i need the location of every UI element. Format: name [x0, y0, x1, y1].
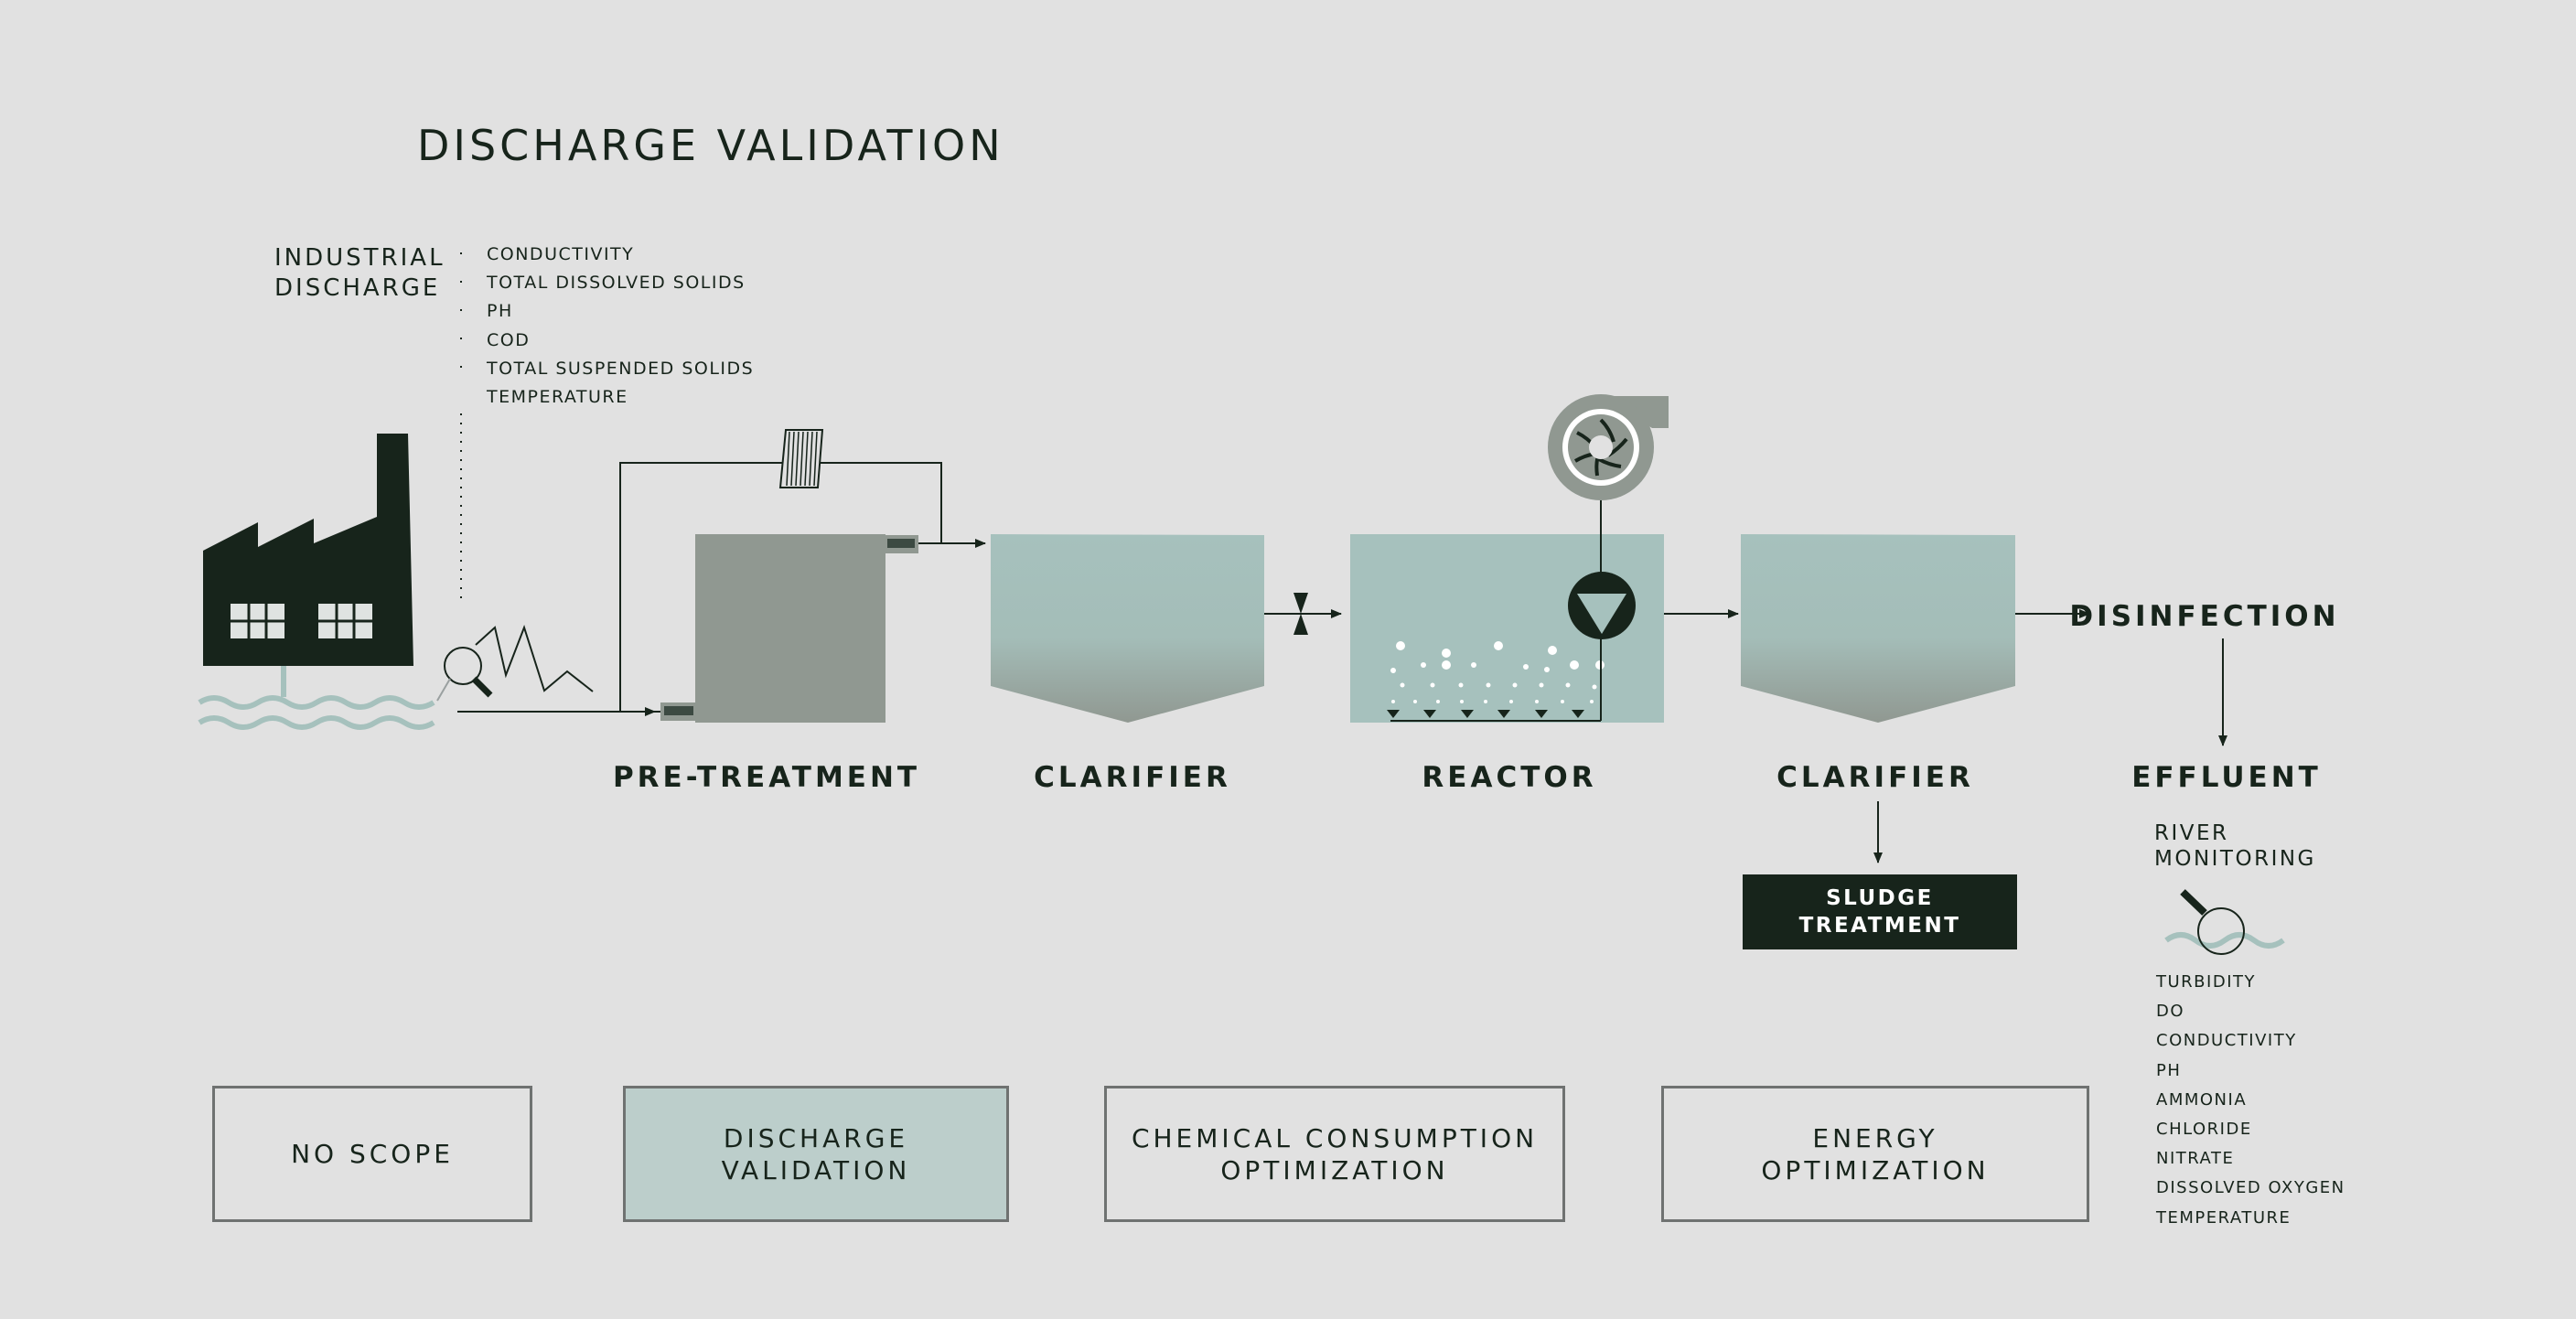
river-parameter-list: TURBIDITY DO CONDUCTIVITY PH AMMONIA CHL…	[2156, 971, 2345, 1237]
scope-button-no-scope[interactable]: NO SCOPE	[212, 1086, 532, 1222]
industrial-parameter: TOTAL SUSPENDED SOLIDS	[487, 358, 755, 379]
river-monitoring-label: RIVER MONITORING	[2154, 820, 2316, 872]
river-parameter: TEMPERATURE	[2156, 1207, 2292, 1228]
scope-button-chemical-consumption-optimization[interactable]: CHEMICAL CONSUMPTION OPTIMIZATION	[1104, 1086, 1565, 1222]
river-parameter: PH	[2156, 1060, 2182, 1080]
river-parameter: CONDUCTIVITY	[2156, 1031, 2297, 1051]
pump-icon	[1568, 572, 1636, 639]
stage-label-pretreatment: PRE-TREATMENT	[612, 761, 921, 794]
river-parameter: AMMONIA	[2156, 1089, 2248, 1110]
industrial-parameter: TEMPERATURE	[487, 386, 628, 407]
river-label-line-1: RIVER	[2154, 821, 2229, 845]
river-parameter: CHLORIDE	[2156, 1119, 2252, 1139]
stage-label-effluent: EFFLUENT	[2131, 761, 2322, 794]
sludge-treatment-box: SLUDGE TREATMENT	[1743, 874, 2017, 949]
clarifier-1-tank-icon	[991, 534, 1264, 723]
scope-button-label: CHEMICAL CONSUMPTION OPTIMIZATION	[1131, 1122, 1539, 1185]
pretreatment-tank-icon	[660, 534, 918, 723]
scope-button-label: ENERGY OPTIMIZATION	[1761, 1122, 1990, 1185]
river-parameter: DO	[2156, 1002, 2185, 1022]
river-monitoring-icon	[2164, 889, 2285, 955]
scope-button-label: DISCHARGE VALIDATION	[721, 1122, 911, 1185]
industrial-label-line-1: INDUSTRIAL	[274, 244, 445, 272]
industrial-parameter-list: CONDUCTIVITY TOTAL DISSOLVED SOLIDS PH C…	[487, 243, 754, 414]
blower-icon	[1548, 394, 1669, 500]
clarifier-2-tank-icon	[1741, 534, 2015, 723]
recirculation-loop	[619, 462, 986, 713]
sludge-label-line-2: TREATMENT	[1798, 914, 1961, 938]
stage-label-clarifier-1: CLARIFIER	[1034, 761, 1231, 794]
scope-button-label: NO SCOPE	[291, 1139, 454, 1169]
page-title: DISCHARGE VALIDATION	[417, 121, 1004, 170]
stage-label-disinfection: DISINFECTION	[2069, 600, 2340, 633]
stage-label-reactor: REACTOR	[1422, 761, 1597, 794]
industrial-discharge-label: INDUSTRIAL DISCHARGE	[274, 243, 445, 304]
valve-icon	[1293, 593, 1308, 635]
water-waves-icon	[198, 666, 435, 730]
measurement-zigzag	[475, 624, 594, 692]
river-parameter: DISSOLVED OXYGEN	[2156, 1178, 2345, 1198]
river-label-line-2: MONITORING	[2154, 847, 2316, 871]
industrial-parameter: CONDUCTIVITY	[487, 244, 635, 264]
industrial-parameter: TOTAL DISSOLVED SOLIDS	[487, 273, 746, 294]
scope-button-energy-optimization[interactable]: ENERGY OPTIMIZATION	[1661, 1086, 2089, 1222]
river-parameter: NITRATE	[2156, 1149, 2235, 1169]
industrial-label-line-2: DISCHARGE	[274, 274, 441, 302]
magnifier-icon	[436, 647, 493, 702]
sludge-label-line-1: SLUDGE	[1826, 886, 1934, 910]
scope-button-discharge-validation[interactable]: DISCHARGE VALIDATION	[623, 1086, 1009, 1222]
factory-icon	[203, 434, 413, 666]
industrial-parameter: COD	[487, 329, 531, 350]
river-parameter: TURBIDITY	[2156, 972, 2256, 992]
filter-icon	[778, 429, 824, 488]
industrial-parameter: PH	[487, 301, 513, 322]
stage-label-clarifier-2: CLARIFIER	[1776, 761, 1974, 794]
